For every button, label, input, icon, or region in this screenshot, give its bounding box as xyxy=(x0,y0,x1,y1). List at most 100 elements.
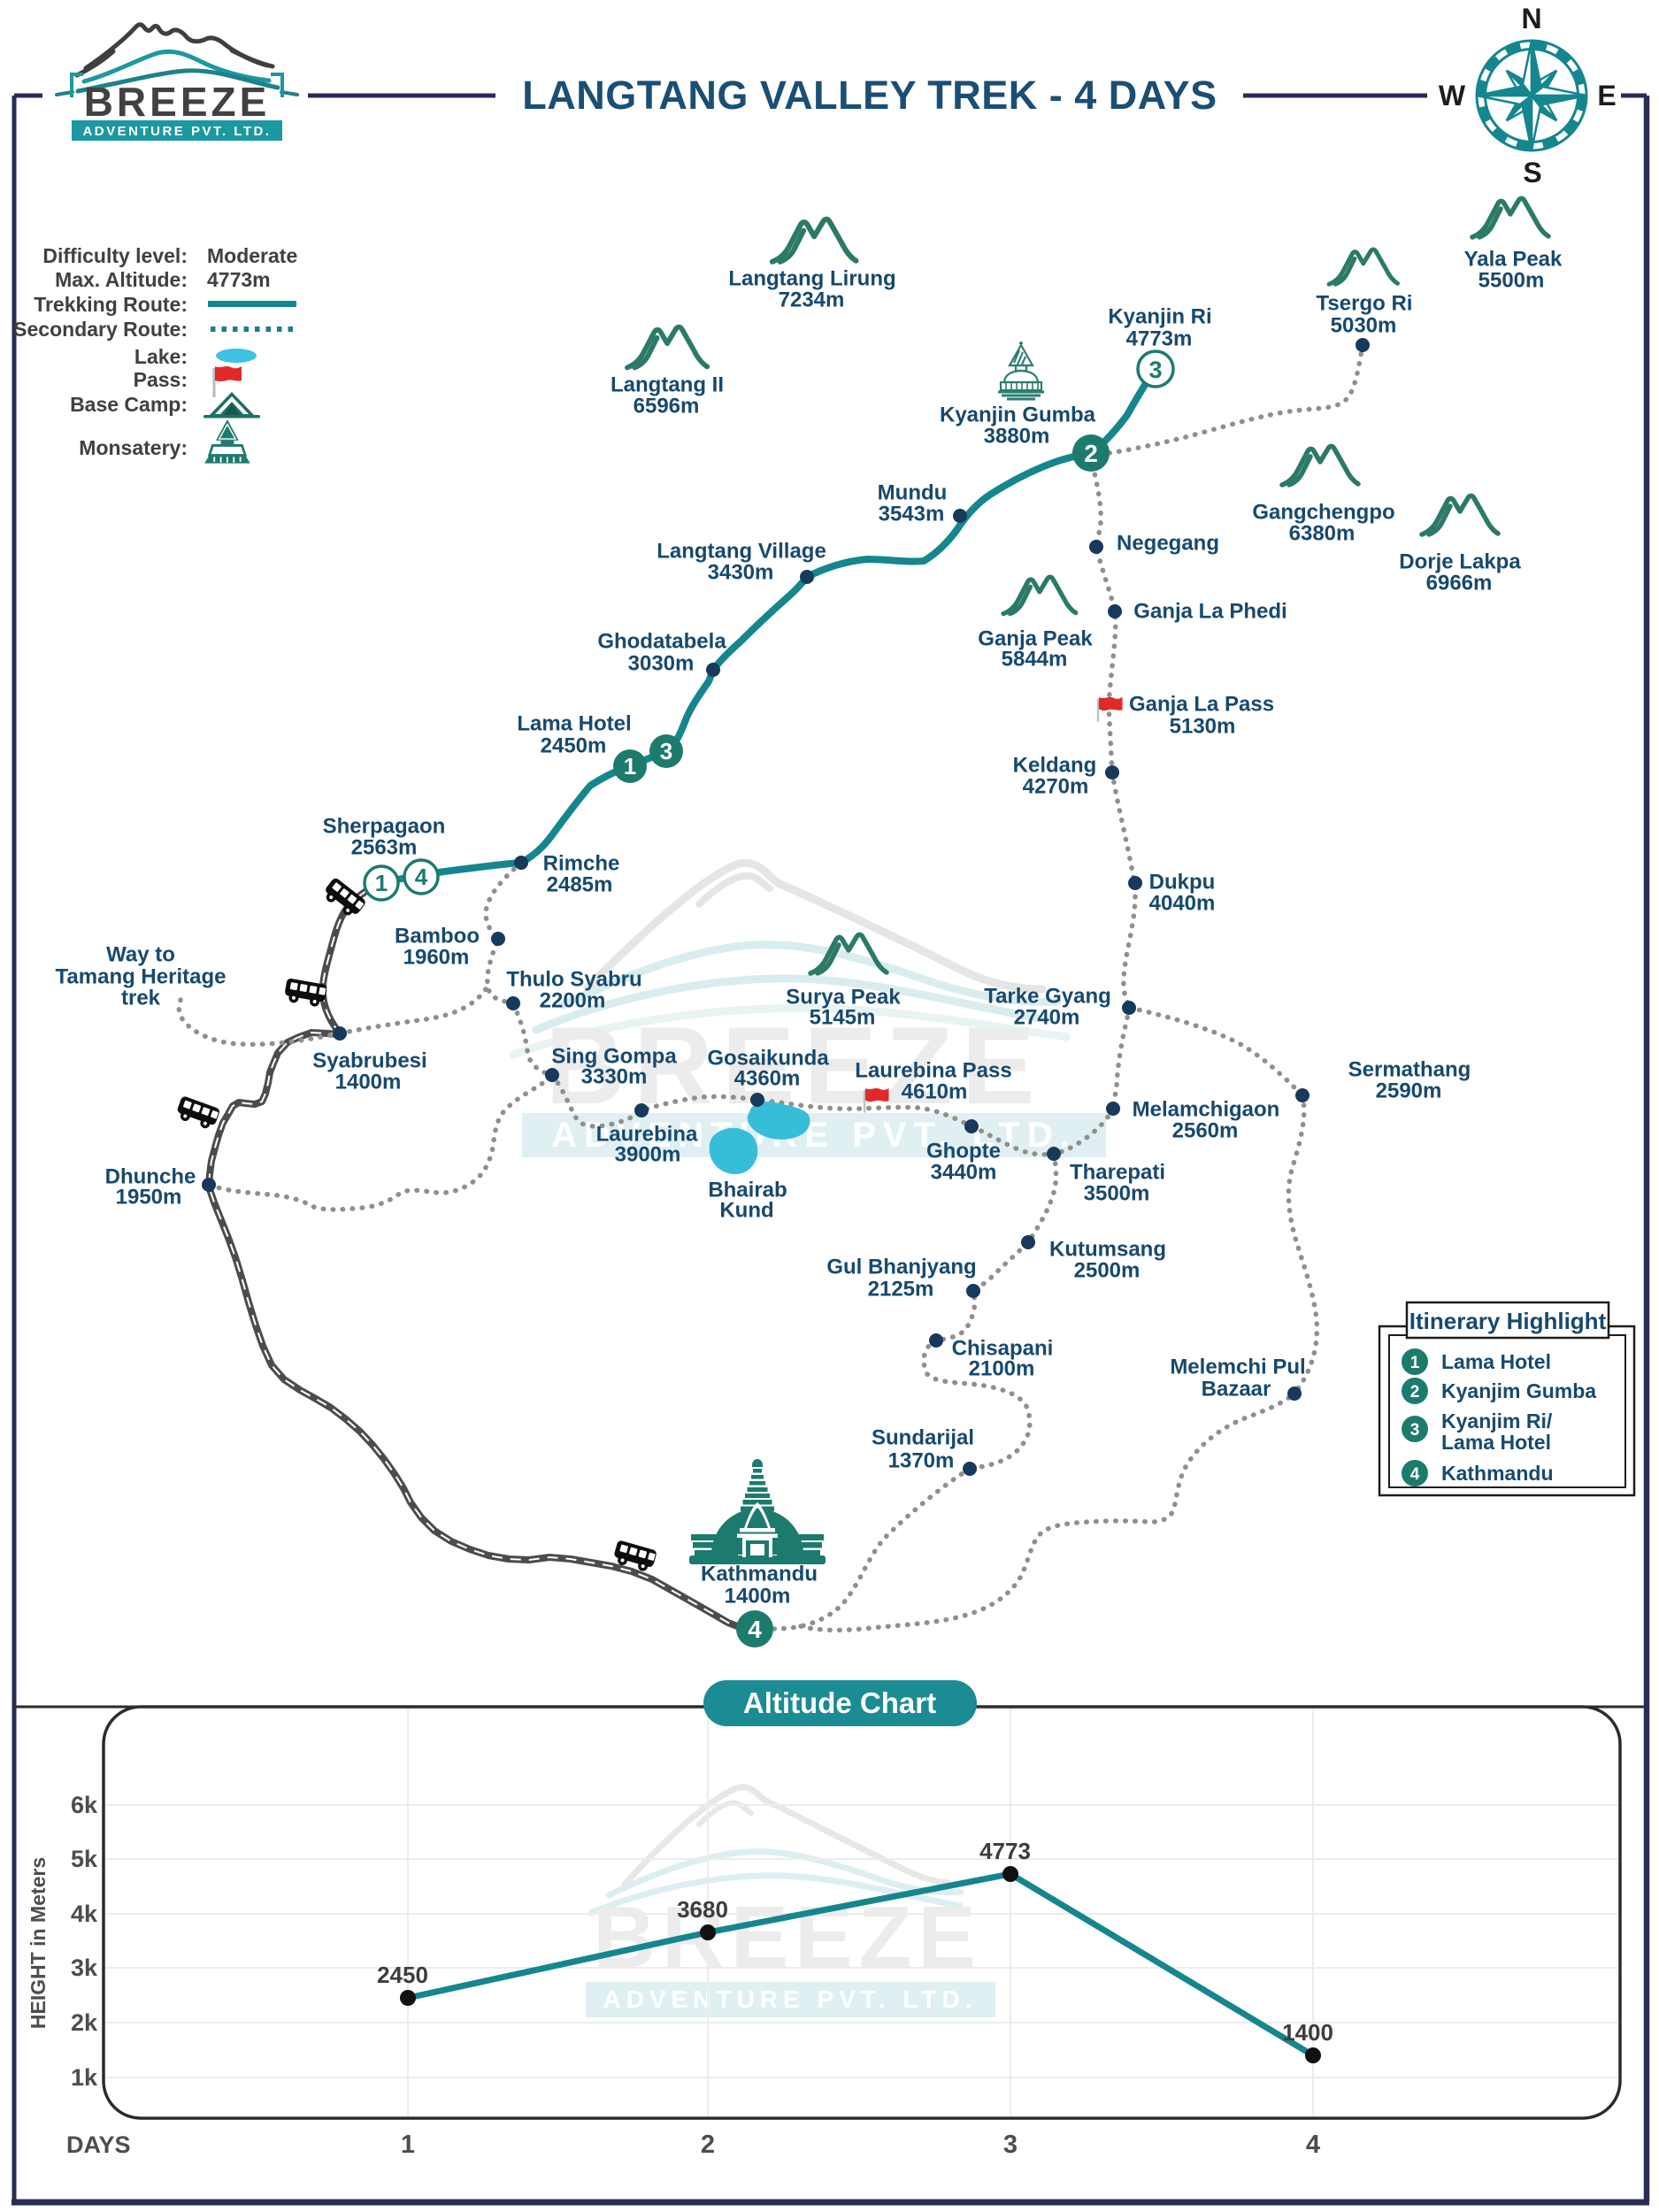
svg-text:3: 3 xyxy=(1148,357,1162,383)
svg-text:3543m: 3543m xyxy=(879,503,945,526)
svg-text:Kyanjin Ri: Kyanjin Ri xyxy=(1108,305,1211,329)
svg-text:Lama Hotel: Lama Hotel xyxy=(1441,1350,1551,1373)
svg-text:6596m: 6596m xyxy=(634,395,700,419)
svg-text:Tharepati: Tharepati xyxy=(1070,1161,1165,1185)
svg-text:4773: 4773 xyxy=(979,1838,1031,1864)
svg-text:3k: 3k xyxy=(71,1955,98,1981)
svg-text:W: W xyxy=(1439,80,1466,111)
svg-text:Melemchi Pul: Melemchi Pul xyxy=(1170,1356,1305,1379)
svg-text:6380m: 6380m xyxy=(1289,522,1356,546)
svg-text:1: 1 xyxy=(375,870,388,896)
svg-text:Yala Peak: Yala Peak xyxy=(1464,248,1563,272)
svg-text:Kutumsang: Kutumsang xyxy=(1049,1238,1166,1262)
svg-text:Ganja Peak: Ganja Peak xyxy=(978,627,1093,651)
svg-text:2563m: 2563m xyxy=(351,836,418,860)
svg-text:Kathmandu: Kathmandu xyxy=(701,1563,818,1586)
svg-text:1960m: 1960m xyxy=(403,946,470,970)
svg-text:4: 4 xyxy=(1410,1465,1420,1484)
svg-text:1: 1 xyxy=(1410,1354,1420,1372)
svg-text:3680: 3680 xyxy=(677,1896,728,1923)
svg-text:E: E xyxy=(1597,80,1616,111)
svg-text:3430m: 3430m xyxy=(708,561,774,585)
svg-text:4270m: 4270m xyxy=(1023,775,1089,799)
svg-text:4: 4 xyxy=(415,864,428,890)
svg-text:3: 3 xyxy=(660,738,672,764)
svg-text:Moderate: Moderate xyxy=(207,244,297,267)
svg-text:2500m: 2500m xyxy=(1074,1259,1141,1283)
svg-text:3: 3 xyxy=(1410,1421,1420,1440)
svg-text:2485m: 2485m xyxy=(547,873,613,897)
svg-text:Tarke Gyang: Tarke Gyang xyxy=(984,985,1111,1009)
svg-text:Kathmandu: Kathmandu xyxy=(1441,1462,1554,1485)
svg-text:Secondary Route:: Secondary Route: xyxy=(13,318,188,341)
svg-text:Laurebina: Laurebina xyxy=(596,1123,698,1147)
svg-text:Trekking Route:: Trekking Route: xyxy=(34,293,188,316)
svg-text:N: N xyxy=(1521,3,1541,35)
svg-text:4040m: 4040m xyxy=(1149,892,1216,916)
svg-text:Rimche: Rimche xyxy=(543,852,620,876)
svg-text:1400m: 1400m xyxy=(335,1071,402,1094)
svg-text:Max. Altitude:: Max. Altitude: xyxy=(55,268,188,291)
svg-text:BREEZE: BREEZE xyxy=(84,79,271,125)
svg-text:Ganja La Phedi: Ganja La Phedi xyxy=(1133,600,1286,624)
svg-text:2450m: 2450m xyxy=(541,734,607,758)
svg-text:4610m: 4610m xyxy=(902,1080,968,1104)
svg-text:Tsergo Ri: Tsergo Ri xyxy=(1317,292,1413,316)
svg-text:Bazaar: Bazaar xyxy=(1202,1378,1271,1402)
svg-text:6k: 6k xyxy=(71,1792,98,1818)
svg-text:DAYS: DAYS xyxy=(66,2131,131,2158)
svg-text:1k: 1k xyxy=(71,2064,98,2091)
svg-text:2200m: 2200m xyxy=(540,989,606,1013)
svg-text:4: 4 xyxy=(748,1616,762,1643)
svg-text:Langtang II: Langtang II xyxy=(611,373,724,397)
svg-text:3880m: 3880m xyxy=(984,425,1050,449)
svg-text:3500m: 3500m xyxy=(1084,1182,1150,1206)
svg-text:2560m: 2560m xyxy=(1172,1119,1239,1143)
svg-text:5145m: 5145m xyxy=(810,1006,876,1030)
svg-text:Sundarijal: Sundarijal xyxy=(872,1426,974,1450)
svg-text:3330m: 3330m xyxy=(581,1065,648,1089)
svg-text:Kyanjim Ri/: Kyanjim Ri/ xyxy=(1441,1409,1553,1432)
svg-text:4: 4 xyxy=(1306,2131,1320,2159)
svg-text:3030m: 3030m xyxy=(628,652,695,676)
svg-text:Chisapani: Chisapani xyxy=(952,1337,1054,1361)
svg-text:4360m: 4360m xyxy=(734,1067,801,1091)
svg-text:2450: 2450 xyxy=(377,1962,428,1988)
svg-text:2: 2 xyxy=(1084,440,1098,467)
svg-text:ADVENTURE PVT. LTD.: ADVENTURE PVT. LTD. xyxy=(603,1985,977,2013)
svg-text:Ghopte: Ghopte xyxy=(926,1140,1001,1164)
svg-text:Lama Hotel: Lama Hotel xyxy=(1441,1431,1551,1454)
svg-text:Sherpagaon: Sherpagaon xyxy=(323,815,446,839)
svg-text:3900m: 3900m xyxy=(615,1143,681,1167)
svg-text:1950m: 1950m xyxy=(116,1186,182,1210)
svg-text:Kund: Kund xyxy=(719,1199,773,1223)
svg-text:Ghodatabela: Ghodatabela xyxy=(597,630,726,654)
svg-text:5500m: 5500m xyxy=(1479,269,1545,293)
svg-text:2740m: 2740m xyxy=(1014,1006,1080,1030)
svg-text:3: 3 xyxy=(1003,2131,1018,2159)
svg-text:Monsatery:: Monsatery: xyxy=(79,436,188,459)
svg-text:Melamchigaon: Melamchigaon xyxy=(1133,1098,1280,1122)
svg-text:Syabrubesi: Syabrubesi xyxy=(312,1049,426,1073)
svg-text:Altitude Chart: Altitude Chart xyxy=(743,1686,936,1719)
svg-text:Dukpu: Dukpu xyxy=(1149,871,1216,895)
svg-text:Langtang Village: Langtang Village xyxy=(657,540,826,564)
svg-text:Ganja La Pass: Ganja La Pass xyxy=(1129,693,1274,717)
svg-text:Lake:: Lake: xyxy=(134,345,188,368)
svg-text:Gul Bhanjyang: Gul Bhanjyang xyxy=(826,1256,976,1279)
svg-text:Tamang Heritage: Tamang Heritage xyxy=(56,965,227,989)
svg-text:Gosaikunda: Gosaikunda xyxy=(707,1047,829,1071)
svg-text:Kyanjim Gumba: Kyanjim Gumba xyxy=(1441,1379,1596,1402)
svg-text:4773m: 4773m xyxy=(1126,327,1193,351)
svg-text:Dhunche: Dhunche xyxy=(105,1165,196,1189)
svg-text:2590m: 2590m xyxy=(1376,1079,1442,1103)
svg-text:5130m: 5130m xyxy=(1170,715,1236,739)
svg-text:Laurebina Pass: Laurebina Pass xyxy=(855,1059,1011,1083)
svg-text:Thulo Syabru: Thulo Syabru xyxy=(506,968,641,992)
svg-text:Langtang Lirung: Langtang Lirung xyxy=(728,267,895,291)
svg-text:Surya Peak: Surya Peak xyxy=(786,986,901,1010)
svg-text:HEIGHT in Meters: HEIGHT in Meters xyxy=(27,1857,50,2029)
svg-text:Mundu: Mundu xyxy=(878,481,948,505)
svg-text:Difficulty level:: Difficulty level: xyxy=(42,244,188,267)
svg-text:4k: 4k xyxy=(71,1901,98,1927)
